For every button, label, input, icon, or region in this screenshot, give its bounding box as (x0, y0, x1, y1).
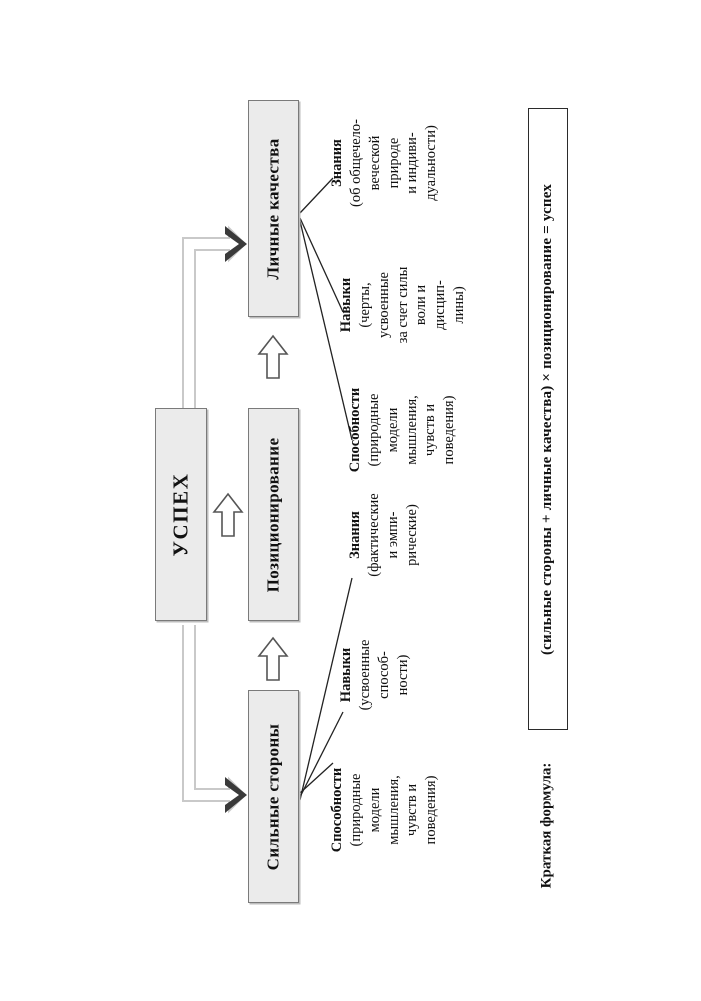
node-success-label: УСПЕХ (168, 472, 193, 557)
leaf-strengths-knowledge-heading: Знания (347, 511, 363, 559)
formula-expression: (сильные стороны + личные качества) × по… (539, 183, 556, 655)
arrow-position-to-success (212, 492, 244, 538)
node-success[interactable]: УСПЕХ (155, 408, 207, 621)
node-positioning-label: Позиционирование (263, 437, 283, 592)
arrow-strengths-to-position (257, 636, 289, 682)
node-personal-qualities-label: Личные качества (263, 137, 283, 280)
node-positioning[interactable]: Позиционирование (248, 408, 299, 621)
formula-caption-label: Краткая формула: (538, 762, 555, 889)
node-strengths[interactable]: Сильные стороны (248, 690, 299, 903)
formula-box: (сильные стороны + личные качества) × по… (528, 108, 568, 730)
elbow-success-to-personal (173, 224, 253, 414)
elbow-success-to-strengths (173, 625, 253, 815)
node-personal-qualities[interactable]: Личные качества (248, 100, 299, 317)
leaf-personal-knowledge-heading: Знания (329, 139, 345, 187)
arrow-position-to-personal (257, 334, 289, 380)
formula-caption: Краткая формула: (528, 745, 566, 925)
node-strengths-label: Сильные стороны (263, 723, 283, 870)
